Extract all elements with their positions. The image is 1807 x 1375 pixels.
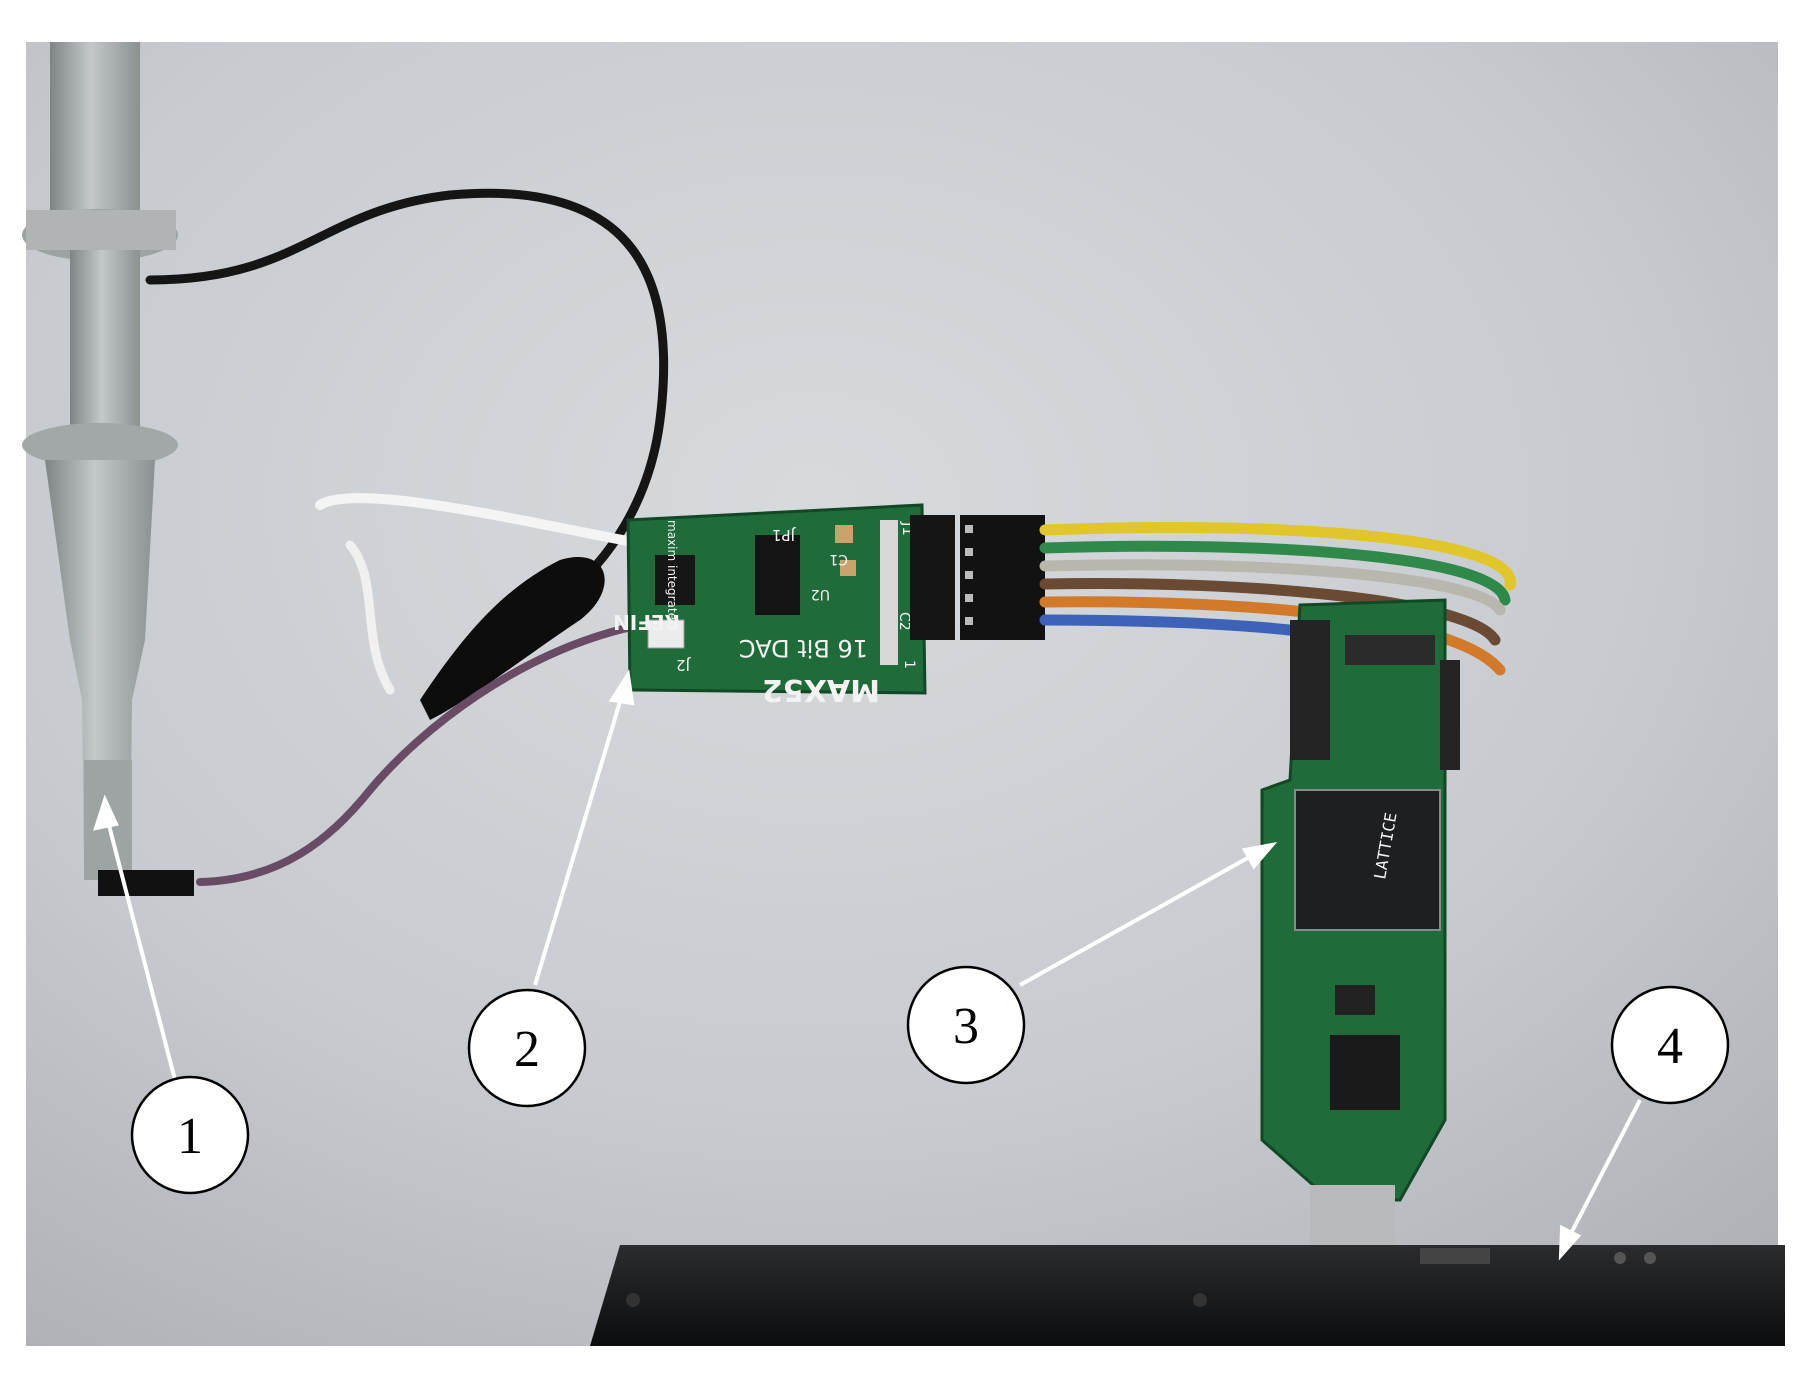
c1-label: C1 [829, 551, 848, 567]
j2-label: J2 [676, 656, 691, 674]
callout-arrows [93, 669, 1642, 1261]
callout-1: 1 [130, 1075, 250, 1195]
signal-wire [196, 621, 644, 886]
maker-label: maxim integrated [665, 520, 679, 628]
u2-label: U2 [811, 586, 830, 602]
probe-tip-clip [98, 870, 194, 896]
alligator-clip [420, 557, 605, 720]
j2-connector [647, 619, 685, 649]
callout-3: 3 [906, 965, 1026, 1085]
svg-text:2: 2 [514, 1021, 540, 1078]
svg-text:4: 4 [1657, 1018, 1683, 1075]
dac-board: MAX52 16 Bit DAC REFIN JP1 J1 J2 U2 C1 C… [613, 503, 927, 707]
svg-text:3: 3 [953, 998, 979, 1055]
laptop [590, 1245, 1785, 1346]
fpga-board: LATTICE [1260, 598, 1460, 1245]
usb-connector [1310, 1185, 1395, 1245]
callout-4: 4 [1610, 985, 1730, 1105]
svg-text:1: 1 [177, 1108, 203, 1165]
refin-label: REFIN [613, 610, 680, 634]
dupont-connectors [910, 515, 1045, 640]
ground-wire [145, 188, 669, 605]
usb-chip [1330, 1035, 1400, 1110]
dac-chip [755, 535, 800, 615]
fpga-chip [1294, 789, 1441, 931]
white-wire [315, 493, 655, 550]
dac-model-label: MAX52 [762, 672, 880, 707]
c2-label: C2 [896, 612, 912, 631]
callout-2: 2 [467, 988, 587, 1108]
jp1-label: JP1 [772, 526, 796, 544]
oscilloscope-probe [22, 42, 194, 896]
dac-desc-label: 16 Bit DAC [739, 634, 868, 662]
pin1-label: 1 [901, 660, 917, 669]
